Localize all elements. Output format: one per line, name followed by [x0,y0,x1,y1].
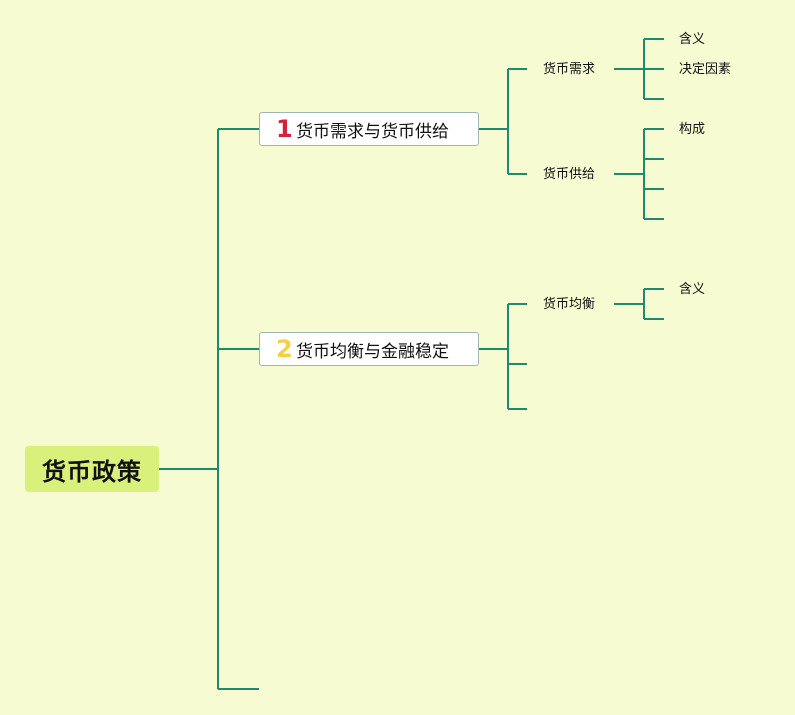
root-label: 货币政策 [42,457,142,486]
leaf-label: 含义 [679,32,706,47]
subtopic-money-demand[interactable]: 货币需求 [543,61,595,79]
subtopic-label: 货币供给 [543,167,596,182]
topic-node-2[interactable]: 2 货币均衡与金融稳定 [259,332,479,366]
leaf-label: 决定因素 [679,62,732,77]
subtopic-label: 货币需求 [543,62,596,77]
topic-number-2: 2 [276,335,293,363]
root-node[interactable]: 货币政策 [25,446,159,492]
topic-number-1: 1 [276,115,293,143]
leaf-demand-factors[interactable]: 决定因素 [679,61,731,79]
topic-node-1[interactable]: 1 货币需求与货币供给 [259,112,479,146]
leaf-supply-composition[interactable]: 构成 [679,121,705,139]
topic-label-2: 货币均衡与金融稳定 [296,341,449,362]
topic-label-1: 货币需求与货币供给 [296,121,449,142]
leaf-demand-meaning[interactable]: 含义 [679,31,705,49]
subtopic-label: 货币均衡 [543,297,596,312]
leaf-equilibrium-meaning[interactable]: 含义 [679,281,705,299]
leaf-label: 含义 [679,282,706,297]
subtopic-money-supply[interactable]: 货币供给 [543,166,595,184]
subtopic-money-equilibrium[interactable]: 货币均衡 [543,296,595,314]
leaf-label: 构成 [679,122,706,137]
